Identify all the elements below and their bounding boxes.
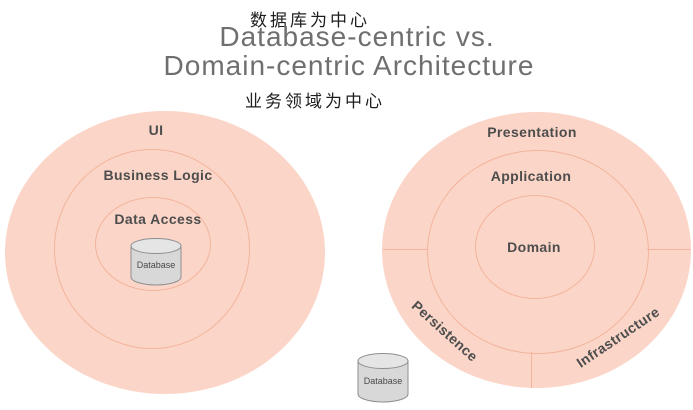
sector-divider-left bbox=[383, 249, 427, 250]
database-cylinder-label: Database bbox=[364, 376, 403, 386]
main-title-line1: Database-centric vs. bbox=[219, 21, 495, 52]
layer-label-domain: Domain bbox=[507, 239, 561, 255]
sector-divider-right bbox=[647, 249, 690, 250]
right-middle-ring-application-layer bbox=[427, 150, 649, 354]
layer-label-presentation: Presentation bbox=[487, 124, 577, 140]
layer-label-data-access: Data Access bbox=[114, 211, 202, 227]
chinese-title-domain-centric: 业务领域为中心 bbox=[245, 92, 385, 111]
right-inner-ring-domain-layer bbox=[475, 195, 595, 299]
layer-label-business-logic: Business Logic bbox=[103, 167, 213, 183]
layer-label-application: Application bbox=[490, 168, 572, 184]
sector-divider-bottom bbox=[531, 352, 532, 388]
database-cylinder-icon: Database bbox=[130, 238, 182, 286]
database-cylinder-icon: Database bbox=[357, 353, 409, 403]
left-middle-ring-business-logic-layer bbox=[54, 149, 250, 349]
left-inner-ring-data-access-layer bbox=[95, 197, 211, 291]
database-cylinder-label: Database bbox=[137, 260, 176, 270]
layer-label-ui: UI bbox=[148, 122, 164, 138]
chinese-title-database-centric: 数据库为中心 bbox=[250, 11, 370, 30]
main-title-line2: Domain-centric Architecture bbox=[163, 50, 535, 81]
